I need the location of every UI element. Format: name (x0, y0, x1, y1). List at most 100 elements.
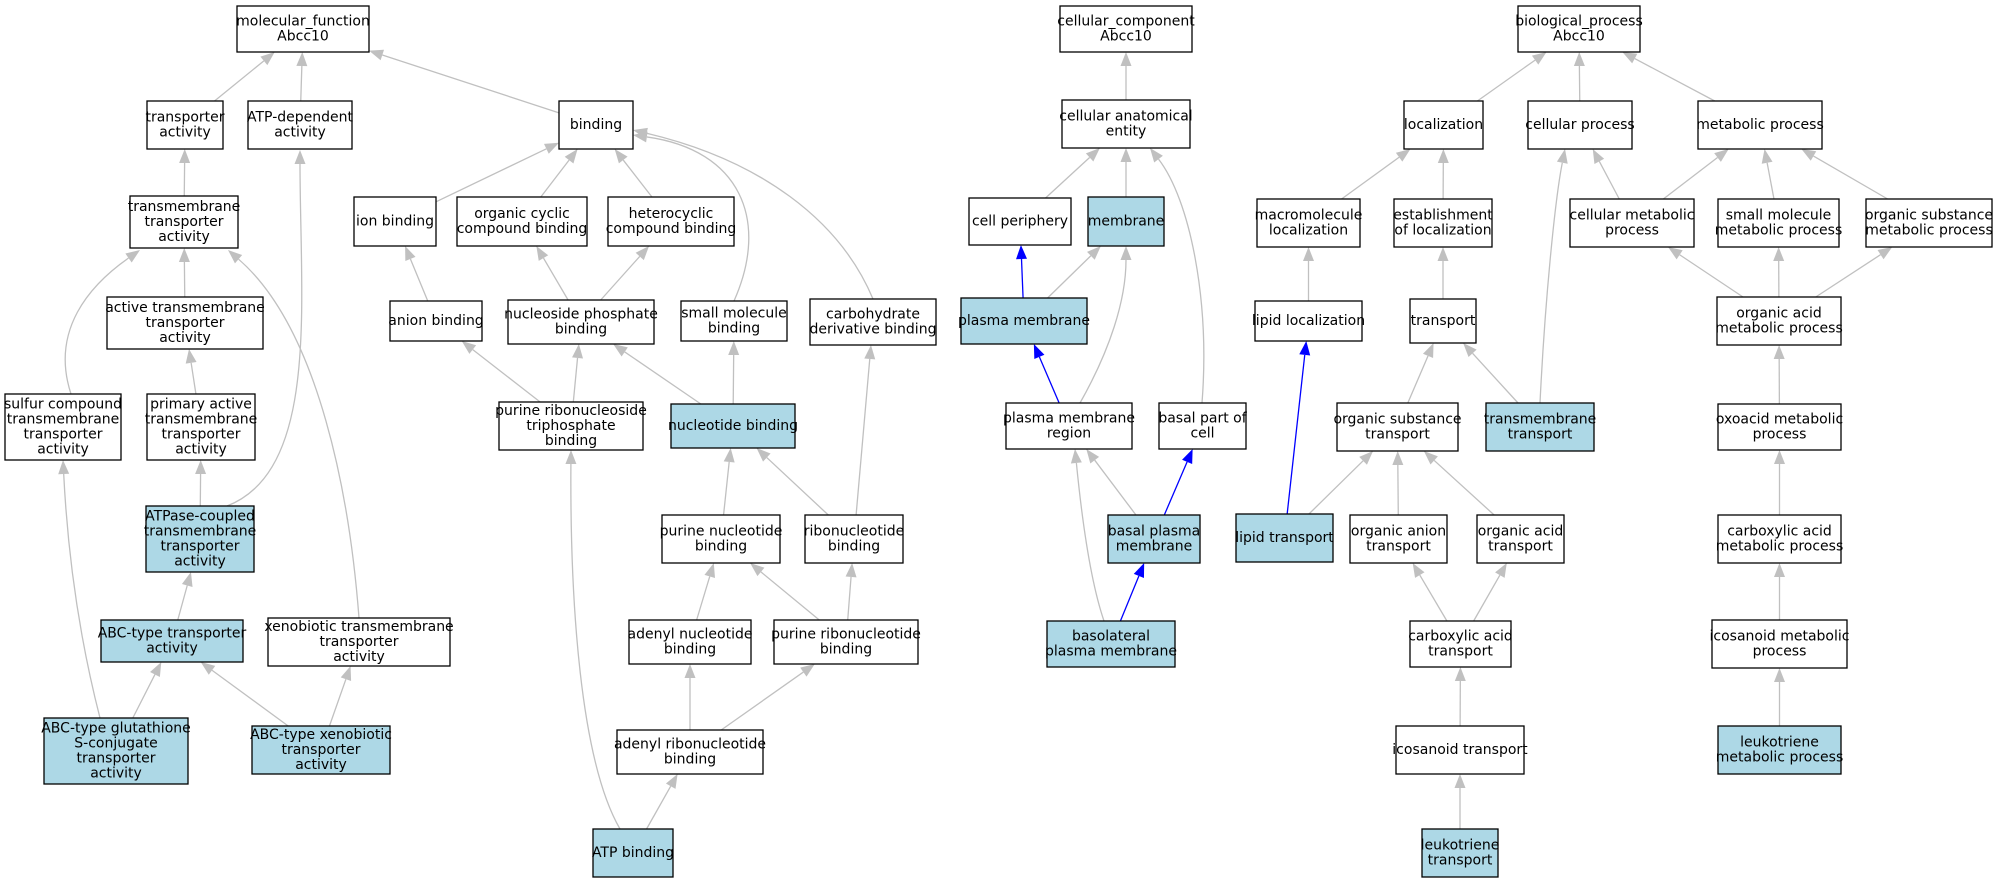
edge-arrowhead (1454, 774, 1466, 788)
node-label-line: leukotriene (1421, 838, 1500, 854)
node-box (507, 299, 655, 345)
node-localization[interactable]: localization (1403, 100, 1484, 150)
edge-line (1407, 355, 1429, 404)
edge-arrowhead (564, 149, 578, 164)
node-binding[interactable]: binding (558, 100, 634, 150)
node-lipid_transport[interactable]: lipid transport (1235, 513, 1334, 563)
node-anion_binding[interactable]: anion binding (388, 300, 484, 342)
node-atp_binding[interactable]: ATP binding (592, 828, 674, 878)
edge-lipid_localization-to-macromolecule_loc (1303, 247, 1314, 301)
node-label-line: nucleotide binding (668, 418, 798, 434)
node-nucleotide_binding[interactable]: nucleotide binding (668, 403, 798, 449)
node-cell_periphery[interactable]: cell periphery (968, 197, 1072, 246)
node-label-line: activity (158, 229, 210, 245)
edge-cellular_metabolic-to-metabolic_process (1662, 149, 1729, 200)
edge-icosanoid_metabolic-to-carboxylic_acid_metabolic (1774, 563, 1785, 620)
node-xenobiotic_tm[interactable]: xenobiotic transmembranetransporteractiv… (264, 617, 454, 667)
node-lipid_localization[interactable]: lipid localization (1252, 300, 1365, 342)
edge-line (132, 674, 156, 719)
edge-line (760, 571, 820, 621)
edge-arrowhead (228, 250, 243, 264)
edge-line (409, 258, 429, 302)
node-cellular_process[interactable]: cellular process (1525, 100, 1635, 150)
node-label-line: biological_process (1515, 14, 1643, 30)
edge-arrowhead (1714, 149, 1729, 162)
edge-nucleoside_phosphate-to-heterocyclic (600, 246, 650, 301)
edge-tm_transport-to-cellular_process (1539, 149, 1568, 404)
node-label-line: activity (333, 649, 385, 665)
edge-arrowhead (565, 450, 577, 465)
node-icosanoid_transport[interactable]: icosanoid transport (1392, 725, 1528, 775)
node-box (1409, 298, 1477, 344)
edge-arrowhead (1495, 563, 1507, 578)
edge-membrane-to-cellular_anatomical (1120, 148, 1132, 197)
node-transport[interactable]: transport (1409, 298, 1477, 344)
edge-nucleotide_binding-to-nucleoside_phosphate (613, 344, 702, 405)
node-label-line: oxoacid metabolic (1716, 412, 1843, 428)
edge-arrowhead (1463, 343, 1477, 358)
node-label-line: region (1047, 426, 1091, 442)
node-primary_active[interactable]: primary activetransmembranetransporterac… (145, 393, 258, 461)
node-label-line: transport (1411, 313, 1476, 329)
node-box (616, 729, 764, 775)
node-box (1059, 5, 1193, 53)
edge-pm_region-to-plasma_membrane (1033, 344, 1060, 404)
node-abc_glutathione[interactable]: ABC-type glutathioneS-conjugatetransport… (41, 717, 191, 785)
node-plasma_membrane[interactable]: plasma membrane (958, 297, 1090, 345)
node-box (1254, 300, 1363, 342)
node-atpase_coupled[interactable]: ATPase-coupledtransmembranetransporterac… (144, 505, 257, 573)
edge-arrowhead (1359, 451, 1374, 465)
node-metabolic_process[interactable]: metabolic process (1696, 100, 1824, 150)
node-membrane[interactable]: membrane (1087, 196, 1165, 247)
node-ion_binding[interactable]: ion binding (353, 196, 437, 247)
node-box (1409, 620, 1512, 668)
node-box (1569, 198, 1695, 248)
node-label-line: transport (1428, 853, 1493, 869)
edge-leukotriene_transport-to-icosanoid_transport (1454, 774, 1466, 829)
node-sulfur_compound[interactable]: sulfur compoundtransmembranetransportera… (4, 393, 122, 461)
edge-arrowhead (181, 572, 193, 587)
edge-basal_pm-to-basal_part (1163, 449, 1193, 516)
